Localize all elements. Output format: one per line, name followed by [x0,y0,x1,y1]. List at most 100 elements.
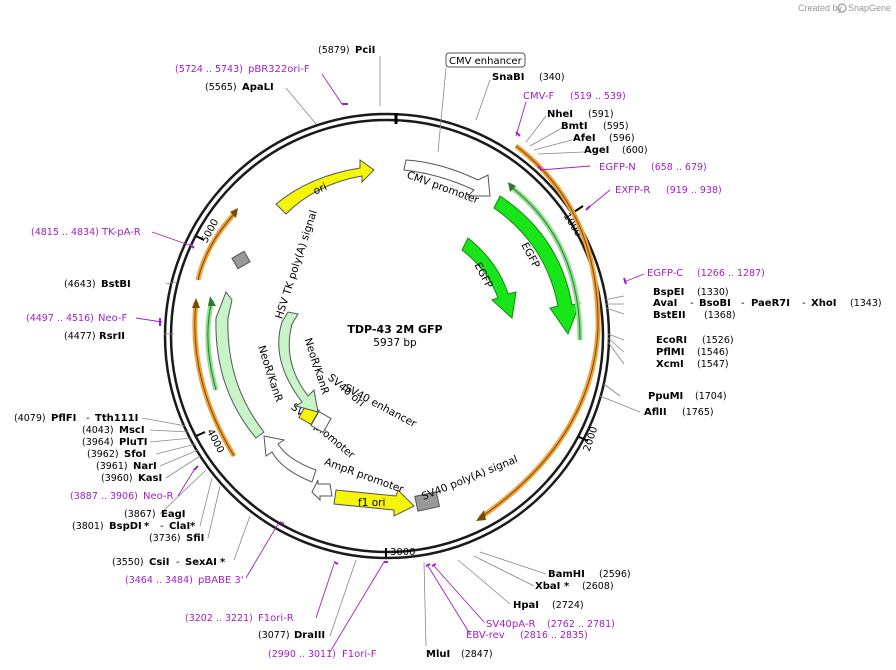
sv40-enhancer-box[interactable] [310,410,332,434]
cmv-enhancer-box[interactable] [445,52,526,68]
site-name[interactable]: AflII [644,407,667,418]
site-sep: - [176,557,180,568]
site-pos: (4643) [64,279,96,290]
site-pos: (1546) [697,347,729,358]
site-star: * [144,521,150,532]
primer-range: (919 .. 938) [666,185,722,196]
tick-mark [578,436,589,442]
orf-arc-left-upper-head [230,208,238,218]
site-name[interactable]: MscI [119,425,145,436]
ampr-promoter-arrow[interactable] [311,479,333,502]
primer-name[interactable]: Neo-F [98,313,128,324]
site-name[interactable]: MluI [426,649,450,660]
primer-name[interactable]: EBV-rev [466,630,505,641]
site-name-tth111i[interactable]: Tth111I [95,413,138,424]
site-name[interactable]: KasI [138,473,162,484]
neor-outer-arrow[interactable] [215,290,265,439]
site-name-pflfi[interactable]: PflFI [51,413,76,424]
site-name-csii[interactable]: CsiI [149,557,169,568]
primer-name[interactable]: EGFP-C [647,268,683,279]
site-pos: (1547) [697,359,729,370]
site-name[interactable]: PluTI [119,437,147,448]
site-name[interactable]: PciI [355,45,375,56]
site-pos: (1704) [695,391,727,402]
site-pos: (2608) [582,581,614,592]
site-pos: (3801) [72,521,104,532]
site-name[interactable]: PflMI [656,347,684,358]
site-name[interactable]: BstBI [101,279,131,290]
site-name[interactable]: BamHI [548,569,585,580]
sv40-polya-box[interactable] [414,491,441,512]
site-pos: (2724) [552,600,584,611]
orf-arc-right-core [479,145,599,519]
neor-inner-arrow[interactable] [278,311,319,413]
f1-ori-arrow[interactable] [333,489,415,517]
site-name[interactable]: BspEI [653,287,684,298]
primer-name[interactable]: EGFP-N [599,162,636,173]
egfp-inner-arrow[interactable] [461,237,517,319]
site-name[interactable]: NheI [547,109,573,120]
plasmid-size: 5937 bp [373,337,417,349]
primer-name[interactable]: pBR322ori-F [248,64,310,75]
primer-range: (5724 .. 5743) [175,64,243,75]
primer-name[interactable]: Neo-R [143,491,174,502]
site-name[interactable]: HpaI [513,600,539,611]
primer-name[interactable]: SV40pA-R [486,619,535,630]
site-name[interactable]: SfiI [186,533,204,544]
site-pos: (3077) [258,630,290,641]
snapgene-watermark: Created by SnapGene [798,3,891,13]
site-pos: (1526) [702,335,734,346]
primer-name[interactable]: EXFP-R [615,185,650,196]
site-pos: (3960) [101,473,133,484]
sv40-promoter-arrow[interactable] [263,435,317,483]
tick-mark [195,431,206,437]
primer-marks [159,103,627,567]
site-name[interactable]: NarI [133,461,157,472]
site-name[interactable]: BstEII [653,310,686,321]
created-by-text: Created by [798,3,843,13]
site-name[interactable]: RsrII [99,331,125,342]
site-star: * [190,521,196,532]
site-name[interactable]: DraIII [294,630,325,641]
primer-name[interactable]: pBABE 3' [198,575,244,586]
site-name[interactable]: AfeI [573,133,596,144]
primer-name[interactable]: F1ori-F [342,649,377,660]
site-pos: (2596) [599,569,631,580]
site-name[interactable]: XcmI [656,359,684,370]
site-sep: - [741,298,745,309]
site-name[interactable]: AgeI [584,145,609,156]
cmv-promoter-arrow[interactable] [403,159,491,197]
primer-range: (519 .. 539) [570,91,626,102]
site-name-paer7i[interactable]: PaeR7I [751,298,790,309]
site-pos: (596) [609,133,635,144]
site-name-clai[interactable]: ClaI [169,521,190,532]
hsv-tk-polya-box[interactable] [231,250,251,270]
leader-lines [141,56,641,647]
egfp-outer-arrow[interactable] [493,195,581,336]
backbone-outer-ring [163,112,611,560]
primer-name[interactable]: F1ori-R [258,613,294,624]
primer-name[interactable]: TK-pA-R [101,227,141,238]
tick-mark [573,205,584,213]
site-pos: (3962) [87,449,119,460]
site-name-bspdi[interactable]: BspDI [109,521,142,532]
site-name-bsobi[interactable]: BsoBI [699,298,731,309]
site-name[interactable]: XbaI [535,581,560,592]
site-name[interactable]: BmtI [561,121,588,132]
site-name[interactable]: EcoRI [656,335,687,346]
ori-arrow[interactable] [275,159,375,215]
site-name[interactable]: ApaLI [242,82,274,93]
primer-range: (2762 .. 2781) [547,619,615,630]
site-name-sexai[interactable]: SexAI [185,557,217,568]
site-pos: (595) [603,121,629,132]
plasmid-name: TDP-43 2M GFP [347,323,442,336]
site-name-avai[interactable]: AvaI [653,298,677,309]
site-name[interactable]: SfoI [124,449,146,460]
primer-name[interactable]: CMV-F [523,91,554,102]
site-name-xhoi[interactable]: XhoI [811,298,836,309]
site-name[interactable]: PpuMI [648,391,683,402]
site-name[interactable]: EagI [161,509,185,520]
primer-range: (3887 .. 3906) [70,491,138,502]
site-name[interactable]: SnaBI [492,72,524,83]
site-star: * [564,581,570,592]
